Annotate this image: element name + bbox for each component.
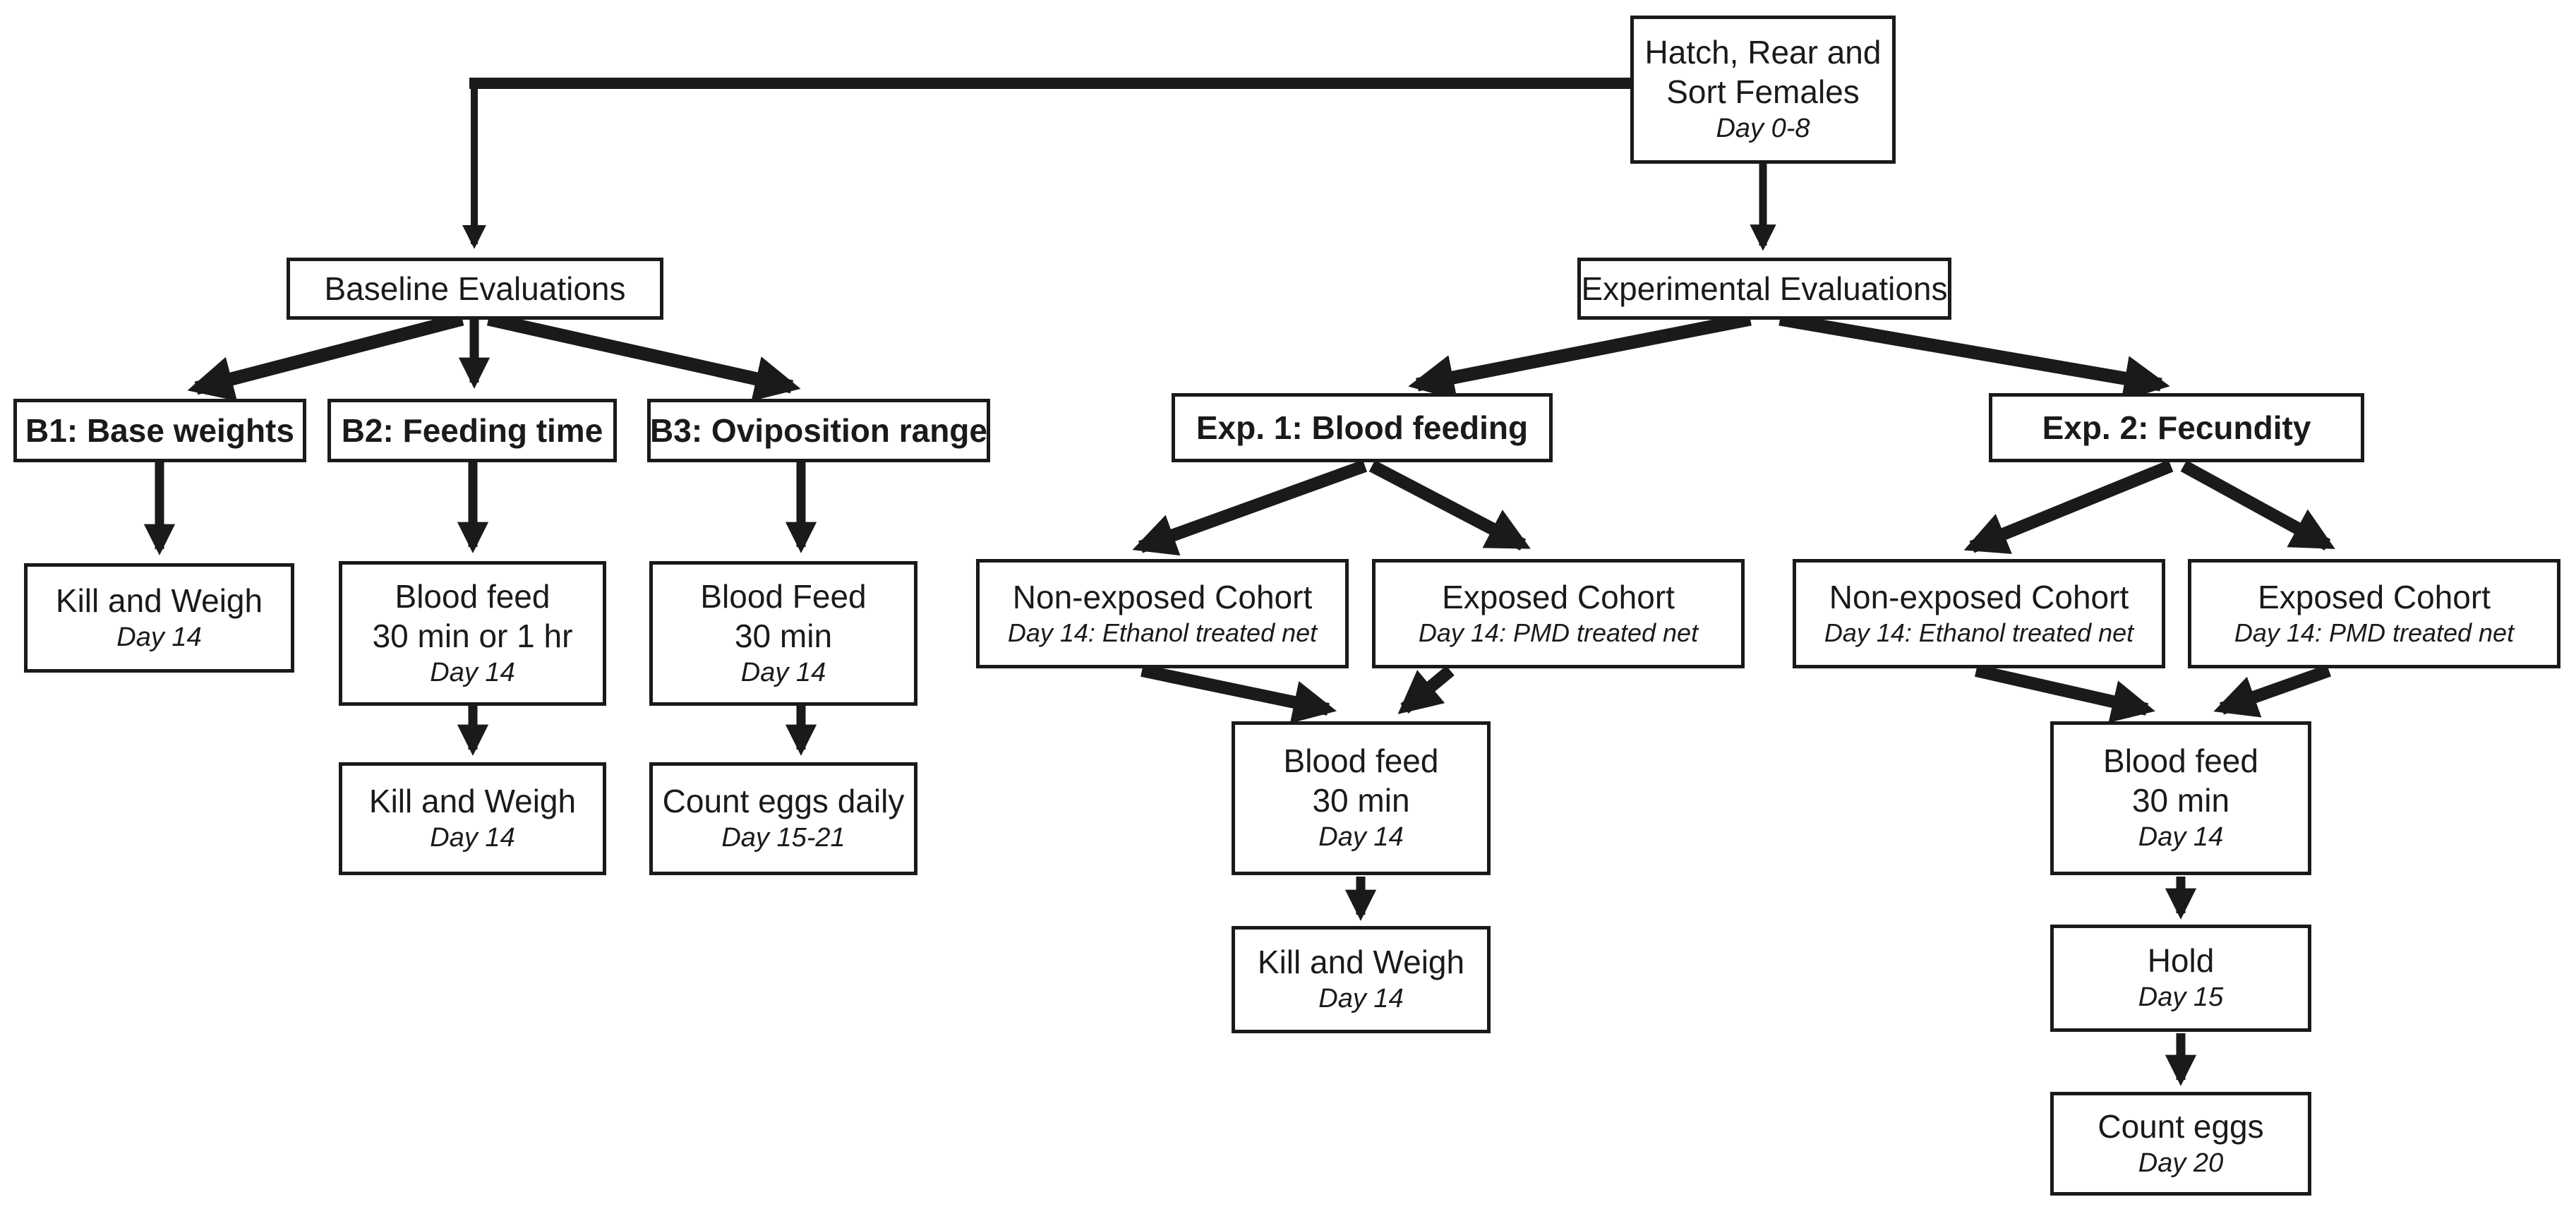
node-kill-weigh-exp1: Kill and Weigh Day 14 xyxy=(1232,926,1491,1033)
node-kill-weigh-b2: Kill and Weigh Day 14 xyxy=(339,762,606,875)
node-day-label: Day 14 xyxy=(1318,822,1404,853)
node-nonexposed-cohort-exp1: Non-exposed Cohort Day 14: Ethanol treat… xyxy=(976,559,1349,668)
node-count-eggs: Count eggs Day 20 xyxy=(2050,1092,2311,1196)
node-day-label: Day 15-21 xyxy=(721,823,845,853)
node-title: Experimental Evaluations xyxy=(1581,270,1948,307)
node-title: Exposed Cohort xyxy=(2258,579,2491,616)
node-title: Hold xyxy=(2147,942,2215,980)
arrow-nonexposed1-to-blood-feed xyxy=(1140,664,1337,723)
node-title: B2: Feeding time xyxy=(341,411,603,449)
node-title: Baseline Evaluations xyxy=(324,270,626,307)
node-title-line1: Hatch, Rear and xyxy=(1644,34,1882,71)
node-kill-weigh-b1: Kill and Weigh Day 14 xyxy=(24,563,294,673)
node-title-line1: Blood feed xyxy=(395,577,550,615)
node-title: Exp. 1: Blood feeding xyxy=(1196,409,1529,446)
arrow-exposed2-to-blood-feed xyxy=(2213,664,2332,718)
node-exp2-fecundity: Exp. 2: Fecundity xyxy=(1989,393,2364,462)
node-blood-feed-exp1: Blood feed 30 min Day 14 xyxy=(1232,721,1491,875)
node-day-label: Day 14 xyxy=(1318,984,1404,1014)
node-title: B1: Base weights xyxy=(25,411,294,449)
node-hatch-rear-sort-females: Hatch, Rear and Sort Females Day 0-8 xyxy=(1630,16,1896,164)
node-day-label: Day 14: PMD treated net xyxy=(1418,618,1699,648)
node-baseline-evaluations: Baseline Evaluations xyxy=(287,258,663,320)
node-title: Kill and Weigh xyxy=(55,582,263,619)
node-blood-feed-b2: Blood feed 30 min or 1 hr Day 14 xyxy=(339,561,606,706)
node-title-line1: Blood feed xyxy=(2103,742,2258,780)
arrow-exp1-to-nonexposed xyxy=(1132,459,1368,556)
node-day-label: Day 14 xyxy=(430,657,515,687)
node-experimental-evaluations: Experimental Evaluations xyxy=(1577,258,1951,320)
node-title-line2: 30 min xyxy=(734,617,833,654)
node-day-label: Day 15 xyxy=(2138,982,2224,1013)
node-title: Non-exposed Cohort xyxy=(1829,579,2129,616)
node-exposed-cohort-exp2: Exposed Cohort Day 14: PMD treated net xyxy=(2188,559,2560,668)
node-title: Non-exposed Cohort xyxy=(1012,579,1313,616)
node-title-line2: 30 min xyxy=(2131,782,2230,819)
node-day-label: Day 14: Ethanol treated net xyxy=(1824,618,2134,648)
node-day-label: Day 14 xyxy=(430,823,515,853)
node-title-line1: Blood feed xyxy=(1283,742,1439,780)
node-title: B3: Oviposition range xyxy=(650,411,987,449)
node-day-label: Day 14 xyxy=(116,622,202,652)
node-blood-feed-b3: Blood Feed 30 min Day 14 xyxy=(649,561,917,706)
arrow-nonexposed2-to-blood-feed xyxy=(1975,664,2155,723)
arrow-exposed1-to-blood-feed xyxy=(1397,666,1455,714)
node-day-label: Day 0-8 xyxy=(1716,114,1810,144)
node-count-eggs-daily: Count eggs daily Day 15-21 xyxy=(649,762,917,875)
node-day-label: Day 14: PMD treated net xyxy=(2234,618,2515,648)
node-title: Exposed Cohort xyxy=(1442,579,1675,616)
node-day-label: Day 14 xyxy=(2138,822,2224,853)
node-b1-base-weights: B1: Base weights xyxy=(13,399,306,462)
node-title: Count eggs xyxy=(2097,1107,2264,1145)
node-title: Kill and Weigh xyxy=(1257,944,1465,981)
node-exp1-blood-feeding: Exp. 1: Blood feeding xyxy=(1172,393,1553,462)
node-nonexposed-cohort-exp2: Non-exposed Cohort Day 14: Ethanol treat… xyxy=(1793,559,2165,668)
arrow-baseline-to-b3 xyxy=(486,312,801,402)
arrow-experimental-to-exp2 xyxy=(1778,312,2170,402)
arrow-exp1-to-exposed xyxy=(1368,460,1531,551)
arrow-exp2-to-exposed xyxy=(2180,460,2335,551)
node-day-label: Day 14 xyxy=(740,657,826,687)
node-title: Kill and Weigh xyxy=(368,783,577,820)
node-day-label: Day 20 xyxy=(2138,1148,2224,1178)
arrow-exp2-to-nonexposed xyxy=(1963,459,2174,554)
node-blood-feed-exp2: Blood feed 30 min Day 14 xyxy=(2050,721,2311,875)
arrow-experimental-to-exp1 xyxy=(1408,312,1752,400)
node-title-line2: Sort Females xyxy=(1666,73,1860,111)
node-day-label: Day 14: Ethanol treated net xyxy=(1007,618,1318,648)
node-hold: Hold Day 15 xyxy=(2050,925,2311,1032)
node-exposed-cohort-exp1: Exposed Cohort Day 14: PMD treated net xyxy=(1372,559,1745,668)
node-b3-oviposition-range: B3: Oviposition range xyxy=(647,399,990,462)
node-b2-feeding-time: B2: Feeding time xyxy=(327,399,617,462)
node-title-line2: 30 min or 1 hr xyxy=(372,617,573,654)
node-title-line1: Blood Feed xyxy=(700,577,867,615)
node-title: Exp. 2: Fecundity xyxy=(2042,409,2311,446)
node-title-line2: 30 min xyxy=(1312,782,1410,819)
arrow-baseline-to-b1 xyxy=(187,312,464,402)
node-title: Count eggs daily xyxy=(662,783,905,820)
